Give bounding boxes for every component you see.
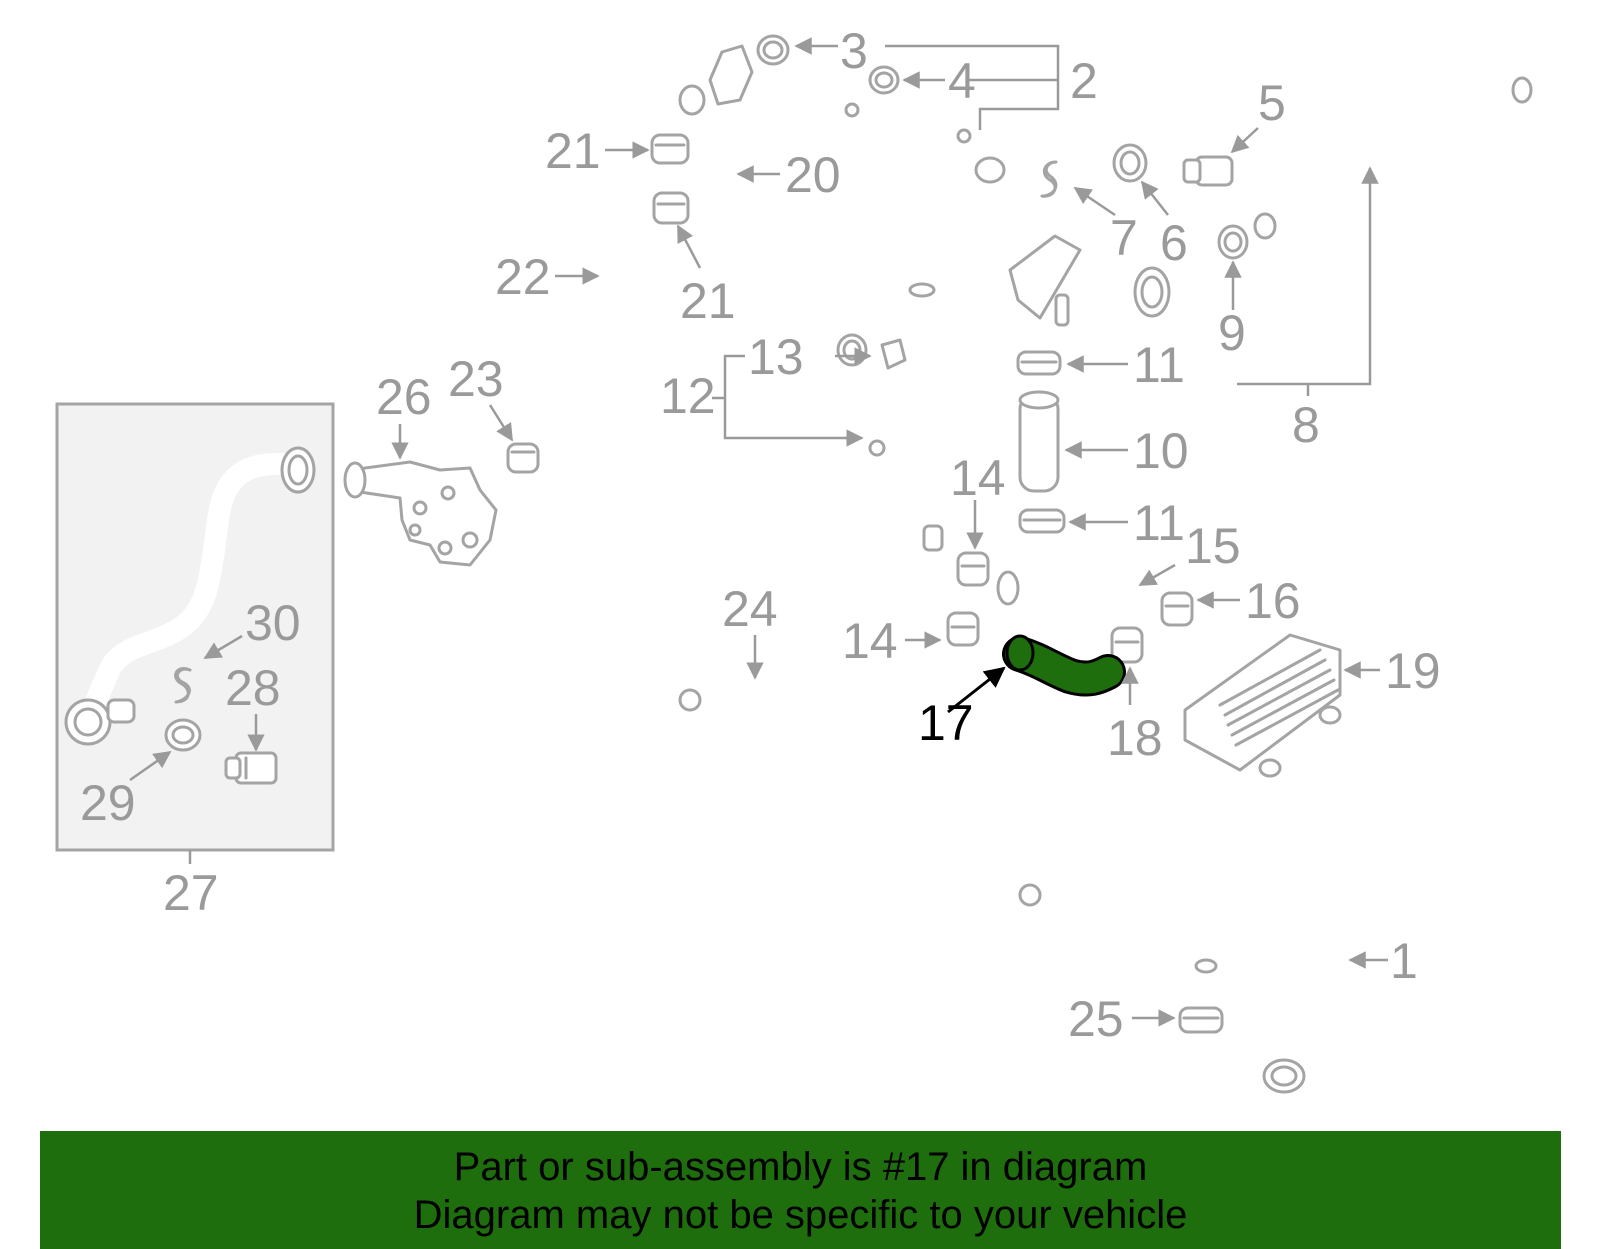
pipe-12 <box>868 278 945 625</box>
leader-lines <box>129 37 1388 1027</box>
callout-11-upper: 11 <box>1133 337 1185 393</box>
callout-25: 25 <box>1068 991 1124 1047</box>
clamp-14-upper <box>956 551 990 587</box>
callout-23: 23 <box>448 351 504 407</box>
callout-labels: 1 2 3 4 5 6 7 8 9 10 11 11 12 13 14 14 1… <box>80 23 1441 1047</box>
callout-20: 20 <box>785 147 841 203</box>
oil-cooler-19 <box>1183 633 1342 778</box>
info-banner: Part or sub-assembly is #17 in diagram D… <box>40 1131 1561 1249</box>
oring-9 <box>1217 224 1249 260</box>
callout-8: 8 <box>1292 397 1320 453</box>
oring-3 <box>756 34 790 66</box>
hose-27 <box>64 446 316 746</box>
callout-26: 26 <box>376 369 432 425</box>
clamp-21-lower <box>652 191 690 225</box>
oring-13 <box>836 333 868 367</box>
connector-5 <box>1182 155 1234 187</box>
hose-17-highlighted <box>1002 634 1126 697</box>
hose-20 <box>682 135 733 206</box>
hose-1 <box>1246 940 1346 1094</box>
clamp-11-upper <box>1016 350 1062 376</box>
callout-14-upper: 14 <box>950 450 1006 506</box>
clamp-14-lower <box>946 611 980 647</box>
callout-27: 27 <box>163 865 219 921</box>
callout-6: 6 <box>1160 215 1188 271</box>
hose-10 <box>1018 390 1060 493</box>
oring-6 <box>1112 143 1148 183</box>
callout-14-lower: 14 <box>842 613 898 669</box>
callout-29: 29 <box>80 775 136 831</box>
clamp-21-upper <box>650 133 690 165</box>
callout-3: 3 <box>840 23 868 79</box>
callout-18: 18 <box>1107 710 1163 766</box>
callout-1: 1 <box>1390 933 1418 989</box>
callout-28: 28 <box>225 660 281 716</box>
hose-15 <box>996 570 1164 615</box>
pipe-8 <box>1253 49 1533 240</box>
banner-line-2: Diagram may not be specific to your vehi… <box>413 1193 1188 1237</box>
sensor-28 <box>224 751 278 785</box>
callout-11-lower: 11 <box>1133 495 1185 551</box>
banner-line-1: Part or sub-assembly is #17 in diagram <box>453 1145 1148 1189</box>
housing-26 <box>343 460 498 567</box>
callout-13: 13 <box>748 329 804 385</box>
callout-5: 5 <box>1258 75 1286 131</box>
callout-24: 24 <box>722 581 778 637</box>
callout-16: 16 <box>1245 573 1301 629</box>
clip-7 <box>1040 160 1058 198</box>
callout-7: 7 <box>1110 210 1138 266</box>
callout-9: 9 <box>1218 305 1246 361</box>
callout-15: 15 <box>1185 518 1241 574</box>
callout-12: 12 <box>660 368 716 424</box>
clamp-16 <box>1160 591 1194 627</box>
callout-4: 4 <box>948 53 976 109</box>
callout-2: 2 <box>1070 53 1098 109</box>
oring-29 <box>164 718 202 752</box>
callout-17: 17 <box>918 695 974 751</box>
callout-30: 30 <box>245 595 301 651</box>
clamp-18 <box>1110 626 1144 664</box>
callout-10: 10 <box>1133 423 1189 479</box>
pipe-24 <box>503 499 1218 974</box>
pipe-2 <box>678 44 1171 327</box>
clip-30 <box>174 667 192 704</box>
callout-19: 19 <box>1385 643 1441 699</box>
callout-21-upper: 21 <box>545 123 601 179</box>
clamp-11-lower <box>1018 508 1066 534</box>
clamp-25 <box>1178 1006 1224 1034</box>
callout-22: 22 <box>495 249 551 305</box>
oring-4 <box>868 65 900 95</box>
clamp-23 <box>506 442 540 474</box>
callout-21-lower: 21 <box>680 273 736 329</box>
